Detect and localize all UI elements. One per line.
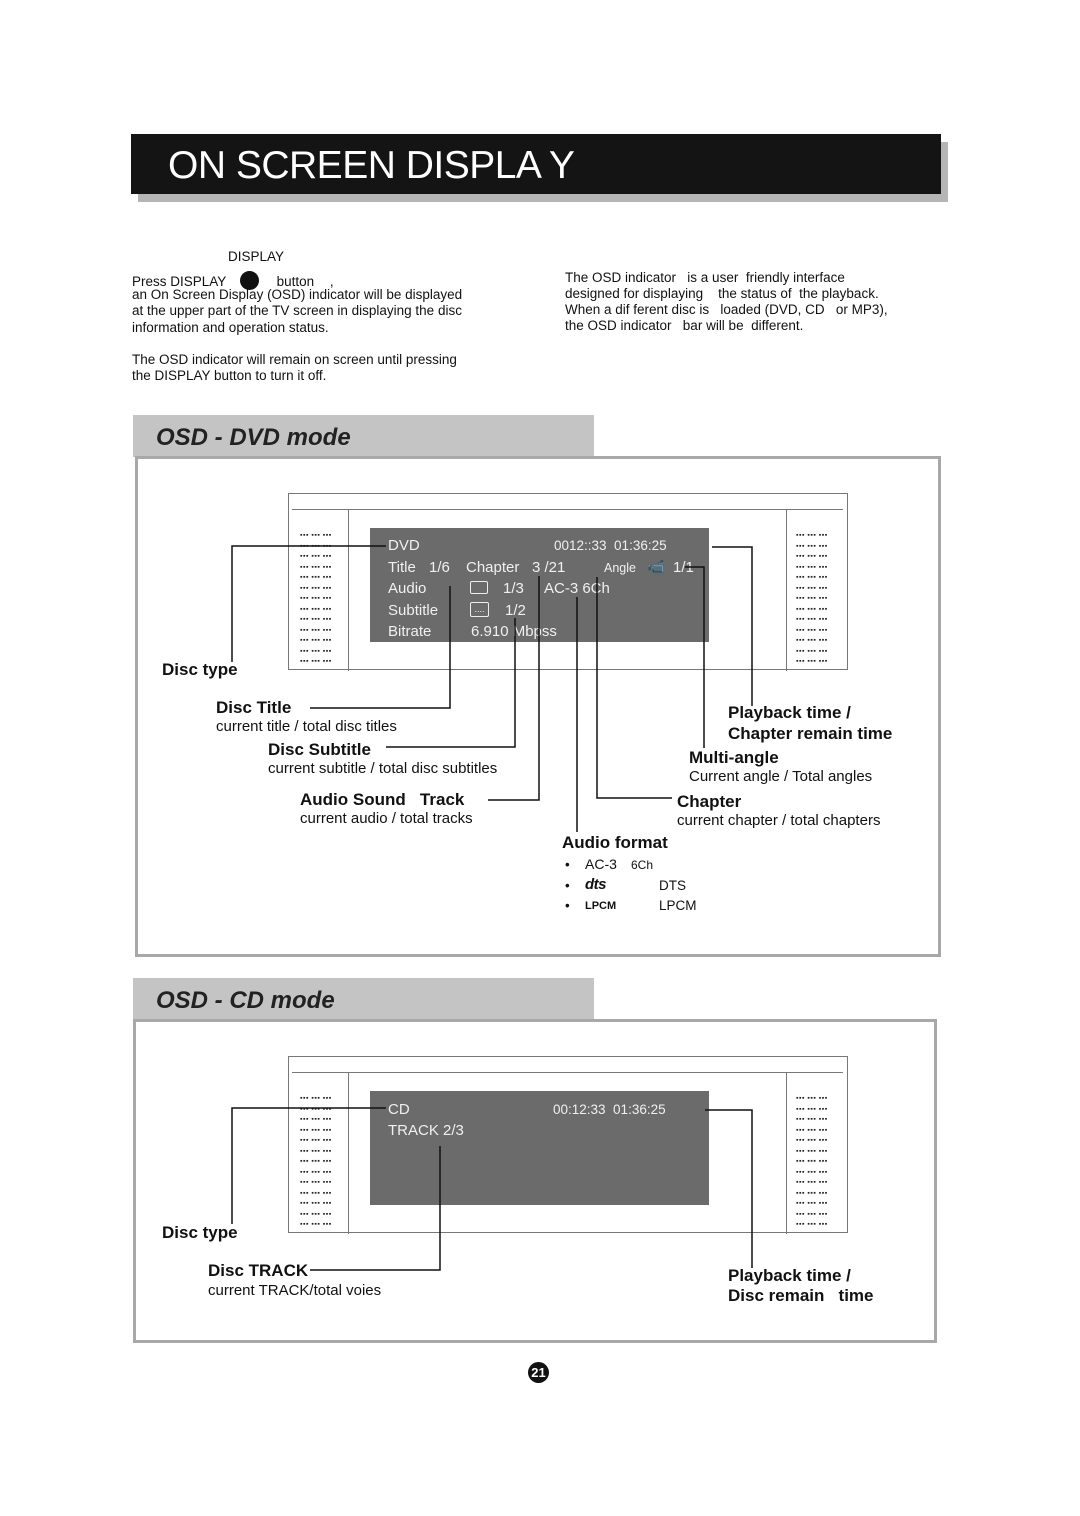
- audio-speech-icon: [470, 581, 488, 594]
- intro-left-line6: the DISPLAY button to turn it off.: [132, 368, 327, 383]
- cd-tv-left-speaker: [292, 1072, 349, 1234]
- page-title: ON SCREEN DISPLA Y: [168, 144, 575, 187]
- dvd-playback-time-label-1: Playback time /: [728, 703, 851, 722]
- cd-osd-track: TRACK 2/3: [388, 1122, 464, 1139]
- cd-disc-type-label: Disc type: [162, 1223, 238, 1242]
- format-bullet-1: •: [565, 857, 570, 872]
- dvd-osd-audio-label: Audio: [388, 580, 427, 597]
- dvd-multi-angle-label: Multi-angle: [689, 748, 779, 767]
- angle-camera-icon: 📹: [647, 559, 666, 576]
- dvd-tv-screen: [348, 509, 786, 671]
- cd-playback-time-label-2: Disc remain time: [728, 1286, 874, 1305]
- dvd-disc-title-label: Disc Title: [216, 698, 292, 717]
- dvd-tv-right-speaker: [786, 509, 843, 671]
- format-lpcm-name: LPCM: [659, 898, 697, 913]
- dvd-disc-type-label: Disc type: [162, 660, 238, 679]
- intro-press-line: Press DISPLAY button ,: [132, 271, 334, 291]
- intro-left-line2: an On Screen Display (OSD) indicator wil…: [132, 287, 463, 302]
- dvd-osd-audio-format: AC-3 6Ch: [544, 580, 610, 597]
- dvd-audio-format-label: Audio format: [562, 833, 668, 852]
- cd-speaker-dots-right: ▪▪▪ ▪▪▪ ▪▪▪ ▪▪▪ ▪▪▪ ▪▪▪ ▪▪▪ ▪▪▪ ▪▪▪ ▪▪▪ …: [796, 1095, 828, 1228]
- dvd-osd-disc: DVD: [388, 537, 420, 554]
- dvd-speaker-dots-right: ▪▪▪ ▪▪▪ ▪▪▪ ▪▪▪ ▪▪▪ ▪▪▪ ▪▪▪ ▪▪▪ ▪▪▪ ▪▪▪ …: [796, 532, 828, 665]
- dvd-audio-track-label: Audio Sound Track: [300, 790, 465, 809]
- dvd-osd-angle-value: 1/1: [673, 559, 694, 576]
- dts-logo-mark: dts: [585, 876, 607, 893]
- format-ac3-mark2: 6Ch: [631, 858, 654, 872]
- dvd-chapter-label: Chapter: [677, 792, 742, 811]
- cd-panel: [133, 1019, 937, 1343]
- intro-press-b: button: [276, 274, 315, 289]
- dvd-osd-subtitle-value: 1/2: [505, 602, 526, 619]
- intro-right-line3: When a dif ferent disc is loaded (DVD, C…: [565, 302, 888, 317]
- dvd-osd-title-label: Title: [388, 559, 416, 576]
- dvd-playback-time-label-2: Chapter remain time: [728, 724, 893, 743]
- intro-left-line4: information and operation status.: [132, 320, 329, 335]
- cd-speaker-dots-left: ▪▪▪ ▪▪▪ ▪▪▪ ▪▪▪ ▪▪▪ ▪▪▪ ▪▪▪ ▪▪▪ ▪▪▪ ▪▪▪ …: [300, 1095, 332, 1228]
- format-bullet-2: •: [565, 878, 570, 893]
- dvd-audio-track-desc: current audio / total tracks: [300, 810, 473, 827]
- intro-left-line3: at the upper part of the TV screen in di…: [132, 303, 462, 318]
- format-ac3-mark: AC-3: [585, 856, 617, 872]
- dvd-osd-angle-label: Angle: [604, 561, 636, 575]
- dvd-section-tab: [133, 415, 594, 457]
- cd-osd-disc: CD: [388, 1101, 410, 1118]
- lpcm-logo-mark: LPCM: [585, 900, 617, 912]
- dvd-tv-left-speaker: [292, 509, 349, 671]
- dvd-multi-angle-desc: Current angle / Total angles: [689, 768, 873, 785]
- cd-disc-track-desc: current TRACK/total voies: [208, 1282, 382, 1299]
- dvd-osd-subtitle-label: Subtitle: [388, 602, 439, 619]
- intro-right-line2: designed for displaying the status of th…: [565, 286, 879, 301]
- format-dts-name: DTS: [659, 878, 686, 893]
- dvd-panel: [135, 456, 941, 957]
- dvd-disc-subtitle-label: Disc Subtitle: [268, 740, 371, 759]
- cd-playback-time-label-1: Playback time /: [728, 1266, 851, 1285]
- dvd-osd-title-value: 1/6: [429, 559, 450, 576]
- dvd-disc-title-desc: current title / total disc titles: [216, 718, 397, 735]
- intro-left-line5: The OSD indicator will remain on screen …: [132, 352, 457, 367]
- cd-osd-bar: CD 00:12:33 01:36:25 TRACK 2/3: [370, 1091, 709, 1205]
- dvd-disc-subtitle-desc: current subtitle / total disc subtitles: [268, 760, 498, 777]
- intro-press-c: ,: [329, 274, 334, 289]
- dvd-osd-time: 0012::33 01:36:25: [554, 538, 667, 553]
- cd-osd-time: 00:12:33 01:36:25: [553, 1102, 666, 1117]
- format-bullet-3: •: [565, 898, 570, 913]
- dvd-osd-audio-value: 1/3: [503, 580, 524, 597]
- dvd-osd-chapter-value: 3 /21: [532, 559, 566, 576]
- intro-press-a: Press DISPLAY: [132, 274, 227, 289]
- page-number: 21: [528, 1362, 549, 1383]
- title-banner: [131, 134, 941, 194]
- dvd-osd-chapter-label: Chapter: [466, 559, 520, 576]
- dvd-section-title: OSD - DVD mode: [156, 424, 351, 451]
- intro-right-line4: the OSD indicator bar will be different.: [565, 318, 804, 333]
- display-caption: DISPLAY: [228, 249, 285, 264]
- dvd-chapter-desc: current chapter / total chapters: [677, 812, 881, 829]
- subtitle-box-icon: ....: [470, 602, 489, 617]
- cd-section-title: OSD - CD mode: [156, 987, 335, 1014]
- cd-tv-screen: [348, 1072, 786, 1234]
- dvd-osd-bitrate-value: 6.910 Mbpss: [471, 623, 557, 640]
- cd-section-tab: [133, 978, 594, 1020]
- cd-disc-track-label: Disc TRACK: [208, 1261, 309, 1280]
- display-button-icon: [239, 271, 259, 290]
- intro-right-line1: The OSD indicator is a user friendly int…: [565, 270, 845, 285]
- dvd-osd-bitrate-label: Bitrate: [388, 623, 432, 640]
- cd-tv-right-speaker: [786, 1072, 843, 1234]
